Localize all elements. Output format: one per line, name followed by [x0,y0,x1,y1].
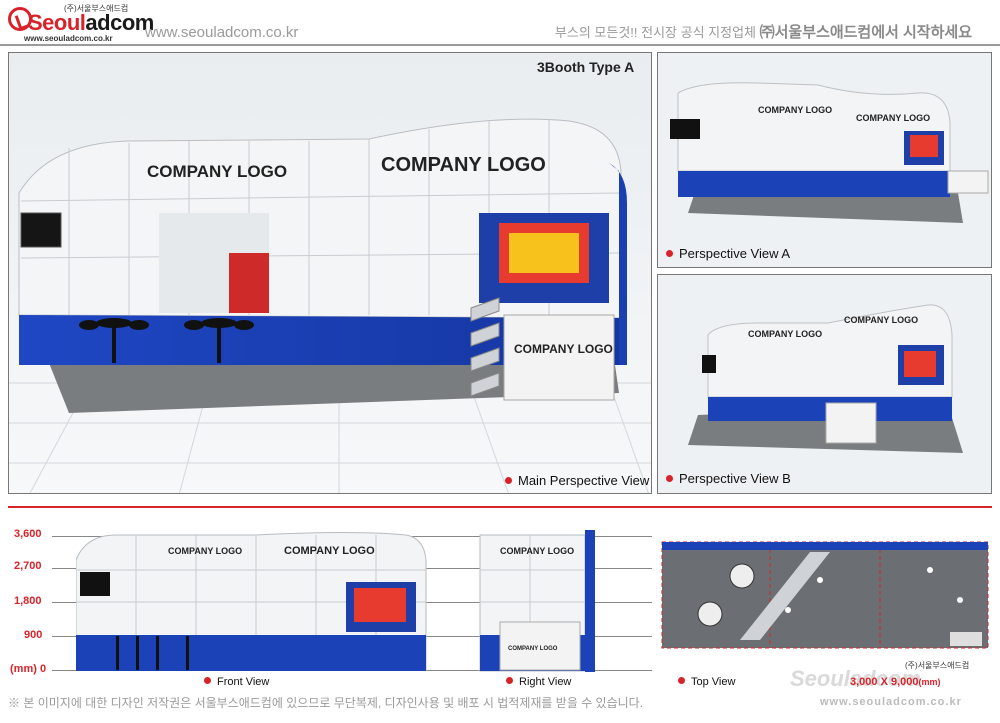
front-view-drawing: COMPANY LOGO COMPANY LOGO [76,532,427,671]
persp-b-caption-text: Perspective View B [679,471,791,486]
counter-logo: COMPANY LOGO [514,342,613,356]
unit-label: (mm) 0 [10,663,46,675]
caption-bullet-icon [666,250,673,257]
tagline: 부스의 모든것!! 전시장 공식 지정업체 ㈜서울부스애드컴에서 시작하세요 [555,21,972,42]
logo-korean-name: (주)서울부스애드컴 [64,4,129,13]
site-url-link[interactable]: www.seouladcom.co.kr [145,24,299,41]
caption-bullet-icon [505,477,512,484]
tagline-bold: ㈜서울부스애드컴에서 시작하세요 [759,24,972,41]
caption-bullet-icon [678,677,685,684]
perspective-a-render: COMPANY LOGO COMPANY LOGO [658,53,991,267]
main-title: 3Booth Type A [537,59,635,75]
tv-monitor [20,212,62,248]
tagline-text: 부스의 모든것!! 전시장 공식 지정업체 [554,25,756,40]
footer-brand-korean: (주)서울부스애드컴 [905,661,970,670]
info-counter [503,314,615,401]
caption-bullet-icon [666,475,673,482]
booth-dimensions: 3,000 X 9,000(mm) [850,676,941,688]
persp-b-logo2: COMPANY LOGO [844,315,918,325]
caption-bullet-icon [204,677,211,684]
persp-a-logo2: COMPANY LOGO [856,113,930,123]
brand-logo-icon [8,7,32,31]
top-view-drawing [661,541,989,649]
level-label: 900 [24,629,43,641]
header: (주)서울부스애드컴 Seouladcom www.seouladcom.co.… [0,0,1000,44]
dimensions-value: 3,000 X 9,000 [850,676,919,688]
persp-a-caption-text: Perspective View A [679,246,791,261]
section-divider [8,506,992,508]
lounge-furniture [79,318,254,363]
main-perspective-panel: COMPANY LOGO COMPANY LOGO COMPANY LOGO 3… [8,52,652,494]
front-logo1: COMPANY LOGO [168,546,242,556]
persp-a-logo1: COMPANY LOGO [758,105,832,115]
right-logo: COMPANY LOGO [500,546,574,556]
top-caption-text: Top View [691,676,736,688]
level-label: 1,800 [14,595,42,607]
logo-text-part1: Seoul [28,10,86,35]
persp-b-caption: Perspective View B [666,471,791,486]
right-caption-text: Right View [519,676,572,688]
right-view-drawing: COMPANY LOGO COMPANY LOGO [479,530,595,672]
caption-bullet-icon [506,677,513,684]
unit-text: (mm) [10,663,37,675]
mini-booth-graphic [229,253,269,313]
level-label: 3,600 [14,528,42,540]
logo-text-part2: adcom [85,10,154,35]
logo-url: www.seouladcom.co.kr [24,34,113,43]
footer-brand-logo: Seouladcom [790,666,921,691]
main-caption-text: Main Perspective View [518,473,650,488]
perspective-b-panel: COMPANY LOGO COMPANY LOGO Perspective Vi… [657,274,992,494]
front-caption: Front View [204,676,269,688]
main-caption: Main Perspective View [505,473,649,488]
copyright-note: ※ 본 이미지에 대한 디자인 저작권은 서울부스애드컴에 있으므로 무단복제,… [8,696,644,710]
top-caption: Top View [678,676,735,688]
footer-brand-url: www.seouladcom.co.kr [820,696,962,708]
perspective-a-panel: COMPANY LOGO COMPANY LOGO Perspective Vi… [657,52,992,268]
perspective-b-render: COMPANY LOGO COMPANY LOGO [658,275,991,493]
right-counter-logo: COMPANY LOGO [508,646,558,652]
front-caption-text: Front View [217,676,270,688]
booth-blue-base [19,315,621,365]
main-logo-right: COMPANY LOGO [381,154,546,176]
level-label: 2,700 [14,560,42,572]
brand-logo[interactable]: Seouladcom [28,10,154,36]
right-caption: Right View [506,676,571,688]
booth-side-edge [609,163,627,365]
persp-a-caption: Perspective View A [666,246,790,261]
header-divider [0,44,1000,46]
main-booth-render: COMPANY LOGO COMPANY LOGO COMPANY LOGO [9,53,651,493]
dimensions-unit: (mm) [918,677,941,687]
persp-b-logo1: COMPANY LOGO [748,329,822,339]
main-logo-left: COMPANY LOGO [147,162,287,181]
brochure-rack [470,297,500,397]
level-zero: 0 [39,663,47,675]
featured-graphic-accent [509,233,579,273]
front-logo2: COMPANY LOGO [284,545,375,557]
